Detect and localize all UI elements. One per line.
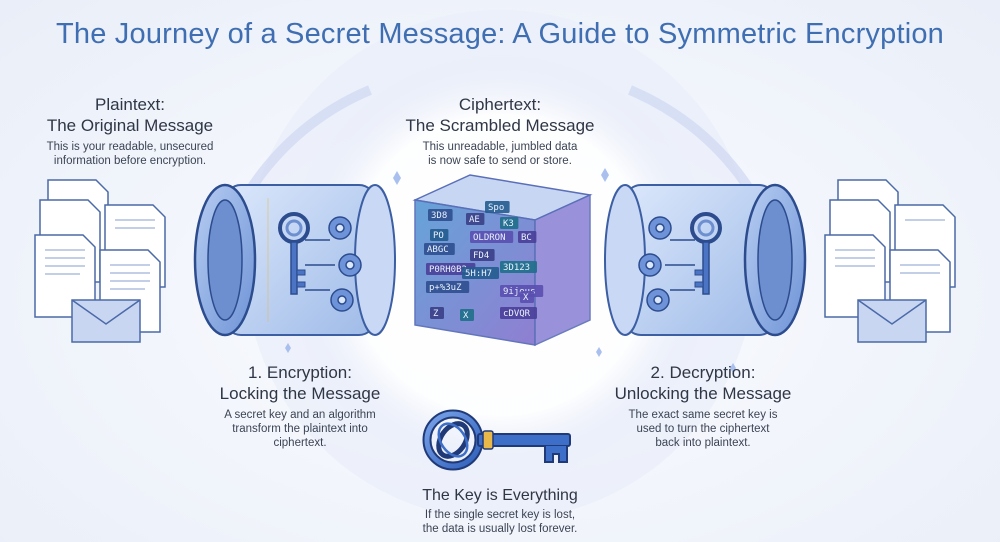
- key-icon: [278, 212, 310, 295]
- key-icon-right: [690, 212, 722, 295]
- cube-glyph-tile: [485, 201, 510, 213]
- encryption-desc-line1: A secret key and an algorithm: [224, 409, 376, 421]
- key-heading: The Key is Everything: [422, 487, 578, 504]
- ring-arc-left: [245, 85, 372, 193]
- ciphertext-heading-line1: Ciphertext:: [458, 95, 542, 114]
- encryption-section: 1. Encryption: Locking the Message A sec…: [200, 362, 400, 450]
- cube-glyph-text: 3D123: [503, 263, 530, 273]
- ciphertext-description: This unreadable, jumbled data is now saf…: [380, 140, 620, 168]
- decryption-cylinder-icon: [604, 183, 807, 337]
- decryption-desc-line3: back into plaintext.: [655, 437, 751, 449]
- ring-arc-right: [628, 85, 755, 193]
- decrypted-documents-icon: [824, 179, 956, 343]
- sparkles: [285, 168, 736, 373]
- cube-glyph-tile: [428, 209, 453, 221]
- cube-glyph-text: Z: [433, 309, 439, 319]
- plaintext-heading-line1: Plaintext:: [95, 95, 165, 114]
- cube-glyph-text: P0RH0B2: [429, 265, 467, 275]
- key-description: If the single secret key is lost, the da…: [380, 508, 620, 536]
- cube-glyph-tile: [424, 243, 455, 255]
- cube-glyph-tile: [470, 249, 495, 261]
- cube-glyph-text: 5H:H7: [465, 269, 492, 279]
- cube-glyph-text: p+%3uZ: [429, 283, 462, 293]
- key-section: The Key is Everything If the single secr…: [380, 485, 620, 536]
- plaintext-heading-line2: The Original Message: [46, 116, 214, 135]
- ciphertext-heading-line2: The Scrambled Message: [405, 116, 595, 135]
- plaintext-desc-line1: This is your readable, unsecured: [46, 141, 214, 153]
- plaintext-section: Plaintext: The Original Message This is …: [20, 94, 240, 168]
- key-desc-line1: If the single secret key is lost,: [424, 509, 576, 521]
- ciphertext-section: Ciphertext: The Scrambled Message This u…: [380, 94, 620, 168]
- encryption-heading-line1: 1. Encryption:: [248, 363, 352, 382]
- decryption-heading-line1: 2. Decryption:: [650, 363, 756, 382]
- cube-glyph-tile: [518, 231, 537, 243]
- ciphertext-desc-line2: is now safe to send or store.: [428, 155, 572, 167]
- cube-glyph-text: OLDRON: [473, 233, 506, 243]
- master-key-icon: [422, 409, 571, 471]
- cube-glyph-tile: [500, 217, 519, 229]
- cube-glyph-tile: [500, 261, 537, 273]
- encryption-desc-line2: transform the plaintext into: [232, 423, 368, 435]
- decryption-heading-line2: Unlocking the Message: [614, 384, 792, 403]
- cube-glyph-tile: [430, 229, 449, 241]
- encryption-desc-line3: ciphertext.: [273, 437, 327, 449]
- encryption-heading-line2: Locking the Message: [219, 384, 381, 403]
- decryption-description: The exact same secret key is used to tur…: [603, 408, 803, 450]
- encryption-cylinder-icon: [193, 183, 396, 337]
- cube-glyph-tile: [466, 213, 485, 225]
- cube-glyph-text: X: [523, 293, 529, 303]
- cube-glyph-text: AE: [469, 215, 480, 225]
- cube-glyph-tile: [460, 309, 474, 321]
- cube-glyph-tile: [470, 231, 514, 243]
- cube-glyph-tile: [520, 291, 534, 303]
- cube-glyph-text: BC: [521, 233, 532, 243]
- cube-glyph-text: FD4: [473, 251, 489, 261]
- envelope-icon-right: [857, 299, 927, 343]
- ciphertext-desc-line1: This unreadable, jumbled data: [422, 141, 578, 153]
- cube-glyph-text: K3: [503, 219, 514, 229]
- cube-glyph-text: 9ijeus: [503, 287, 536, 297]
- cube-glyph-text: PO: [433, 231, 444, 241]
- plaintext-desc-line2: information before encryption.: [53, 155, 207, 167]
- cube-glyph-tile: [500, 307, 537, 319]
- cube-glyph-text: Spo: [488, 203, 504, 213]
- gear-icon-right: [638, 216, 672, 312]
- decryption-desc-line1: The exact same secret key is: [628, 409, 778, 421]
- cube-glyph-text: cDVQR: [503, 309, 531, 319]
- gear-icon: [328, 216, 362, 312]
- encryption-description: A secret key and an algorithm transform …: [200, 408, 400, 450]
- cube-glyph-tile: [462, 267, 499, 279]
- plaintext-documents-icon: [34, 179, 166, 343]
- envelope-icon: [71, 299, 141, 343]
- decryption-section: 2. Decryption: Unlocking the Message The…: [603, 362, 803, 450]
- cube-glyph-tile: [430, 307, 444, 319]
- cube-glyph-text: X: [463, 311, 469, 321]
- decryption-desc-line2: used to turn the ciphertext: [636, 423, 770, 435]
- cube-glyph-text: ABGC: [427, 245, 449, 255]
- cube-glyph-tile: [426, 281, 470, 293]
- plaintext-description: This is your readable, unsecured informa…: [20, 140, 240, 168]
- page-title: The Journey of a Secret Message: A Guide…: [55, 18, 945, 50]
- key-desc-line2: the data is usually lost forever.: [422, 523, 578, 535]
- cube-glyph-text: 3D8: [431, 211, 447, 221]
